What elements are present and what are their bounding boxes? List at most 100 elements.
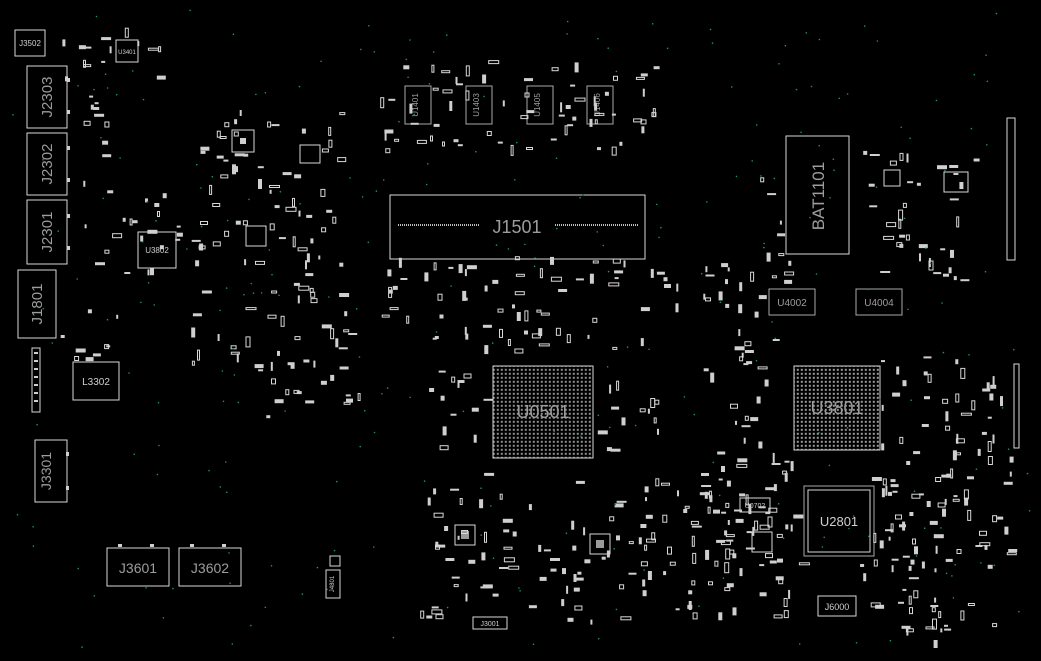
via-dot — [829, 197, 831, 199]
connector-bat1101[interactable]: BAT1101 — [785, 135, 850, 255]
passive-pad — [906, 153, 909, 163]
passive-pad — [431, 606, 439, 609]
passive-pad — [200, 146, 210, 151]
passive-pad — [198, 245, 206, 250]
passive-pad — [713, 509, 720, 514]
ic-small-left-a[interactable] — [231, 129, 255, 153]
passive-pad — [515, 273, 525, 277]
passive-pad — [633, 118, 643, 123]
ic-small-left-b[interactable] — [299, 144, 321, 164]
via-dot — [232, 33, 235, 35]
passive-pad — [83, 64, 92, 68]
connector-j1501[interactable]: J1501 — [389, 194, 646, 260]
ic-small-left-c[interactable] — [245, 225, 267, 247]
ic-small-right-a[interactable] — [883, 169, 901, 187]
ic-small-u0702-near[interactable] — [751, 531, 773, 553]
passive-pad — [734, 509, 742, 512]
ic-u1406[interactable]: U1406 — [586, 85, 614, 125]
passive-pad — [269, 189, 272, 194]
via-dot — [446, 34, 448, 36]
via-dot — [392, 636, 395, 639]
connector-j3001[interactable]: J3001 — [472, 616, 508, 630]
passive-pad — [650, 398, 656, 408]
ic-small-cpu-bl[interactable] — [454, 524, 476, 546]
passive-pad — [433, 123, 440, 127]
via-dot — [774, 337, 777, 340]
ic-small-cpu-br[interactable] — [589, 533, 611, 555]
passive-pad — [339, 262, 344, 267]
ic-u3801-gpu[interactable]: U3801 — [793, 365, 881, 451]
passive-pad — [104, 344, 110, 350]
passive-pad — [150, 268, 154, 276]
via-dot — [973, 73, 976, 76]
passive-pad — [771, 275, 777, 279]
connector-j2301[interactable]: J2301 — [26, 199, 70, 265]
passive-pad — [592, 260, 599, 264]
connector-j6000[interactable]: J6000 — [817, 595, 857, 617]
ic-small-right-b[interactable] — [943, 171, 969, 193]
passive-pad — [538, 544, 542, 552]
via-dot — [141, 240, 144, 243]
ic-u1403[interactable]: U1403 — [465, 85, 493, 125]
passive-pad — [725, 502, 730, 508]
ic-u3802[interactable]: U3802 — [137, 231, 177, 269]
via-dot — [333, 549, 336, 552]
connector-j3601[interactable]: J3601 — [106, 544, 170, 587]
connector-j1801[interactable]: J1801 — [17, 269, 57, 339]
connector-j3602[interactable]: J3602 — [178, 544, 242, 587]
ic-u3401[interactable]: U3401 — [115, 39, 139, 63]
connector-right-edge-mid[interactable] — [1013, 363, 1020, 449]
passive-pad — [657, 428, 659, 435]
via-dot — [224, 461, 227, 463]
passive-pad — [675, 303, 679, 313]
via-dot — [328, 296, 330, 298]
via-dot — [925, 247, 927, 249]
connector-j3502[interactable]: J3502 — [14, 29, 46, 57]
passive-pad — [267, 314, 277, 319]
passive-pad — [997, 516, 1004, 520]
via-dot — [553, 430, 555, 433]
passive-pad — [492, 593, 499, 597]
inductor-l3302[interactable]: L3302 — [72, 361, 120, 401]
passive-pad — [258, 369, 264, 372]
via-dot — [490, 505, 492, 507]
ic-u0501-cpu[interactable]: U0501 — [492, 365, 594, 459]
passive-pad — [928, 258, 931, 267]
connector-j2303[interactable]: J2303 — [26, 65, 70, 129]
ic-u2801[interactable]: U2801 — [803, 485, 875, 557]
passive-pad — [926, 501, 931, 507]
passive-pad — [955, 359, 959, 365]
via-dot — [42, 158, 44, 161]
connector-j2302[interactable]: J2302 — [26, 132, 70, 196]
connector-j4801[interactable]: J4801 — [325, 555, 341, 599]
passive-pad — [245, 336, 251, 348]
ic-u1401[interactable]: U1401 — [404, 85, 432, 125]
ic-u1405[interactable]: U1405 — [526, 85, 554, 125]
connector-flex-left[interactable] — [31, 347, 41, 413]
ic-u4004[interactable]: U4004 — [855, 288, 903, 316]
passive-pad — [456, 83, 463, 86]
passive-pad — [765, 553, 773, 559]
via-dot — [800, 131, 802, 134]
ic-u4002[interactable]: U4002 — [768, 288, 816, 316]
via-dot — [284, 410, 286, 412]
passive-pad — [902, 380, 907, 387]
passive-pad — [744, 415, 749, 421]
label-j2301: J2301 — [39, 212, 56, 253]
passive-pad — [380, 97, 385, 109]
passive-pad — [891, 565, 894, 573]
connector-j3301[interactable]: J3301 — [34, 439, 69, 503]
connector-right-edge-top[interactable] — [1006, 117, 1016, 261]
via-dot — [555, 157, 558, 159]
passive-pad — [502, 100, 505, 107]
passive-pad — [482, 74, 487, 84]
ic-u0702[interactable]: U0702 — [739, 497, 771, 513]
via-dot — [200, 225, 203, 228]
passive-pad — [137, 41, 140, 47]
passive-pad — [140, 235, 144, 242]
passive-pad — [200, 150, 206, 154]
passive-pad — [898, 218, 902, 229]
label-u4002: U4002 — [777, 298, 807, 309]
passive-pad — [667, 546, 672, 555]
